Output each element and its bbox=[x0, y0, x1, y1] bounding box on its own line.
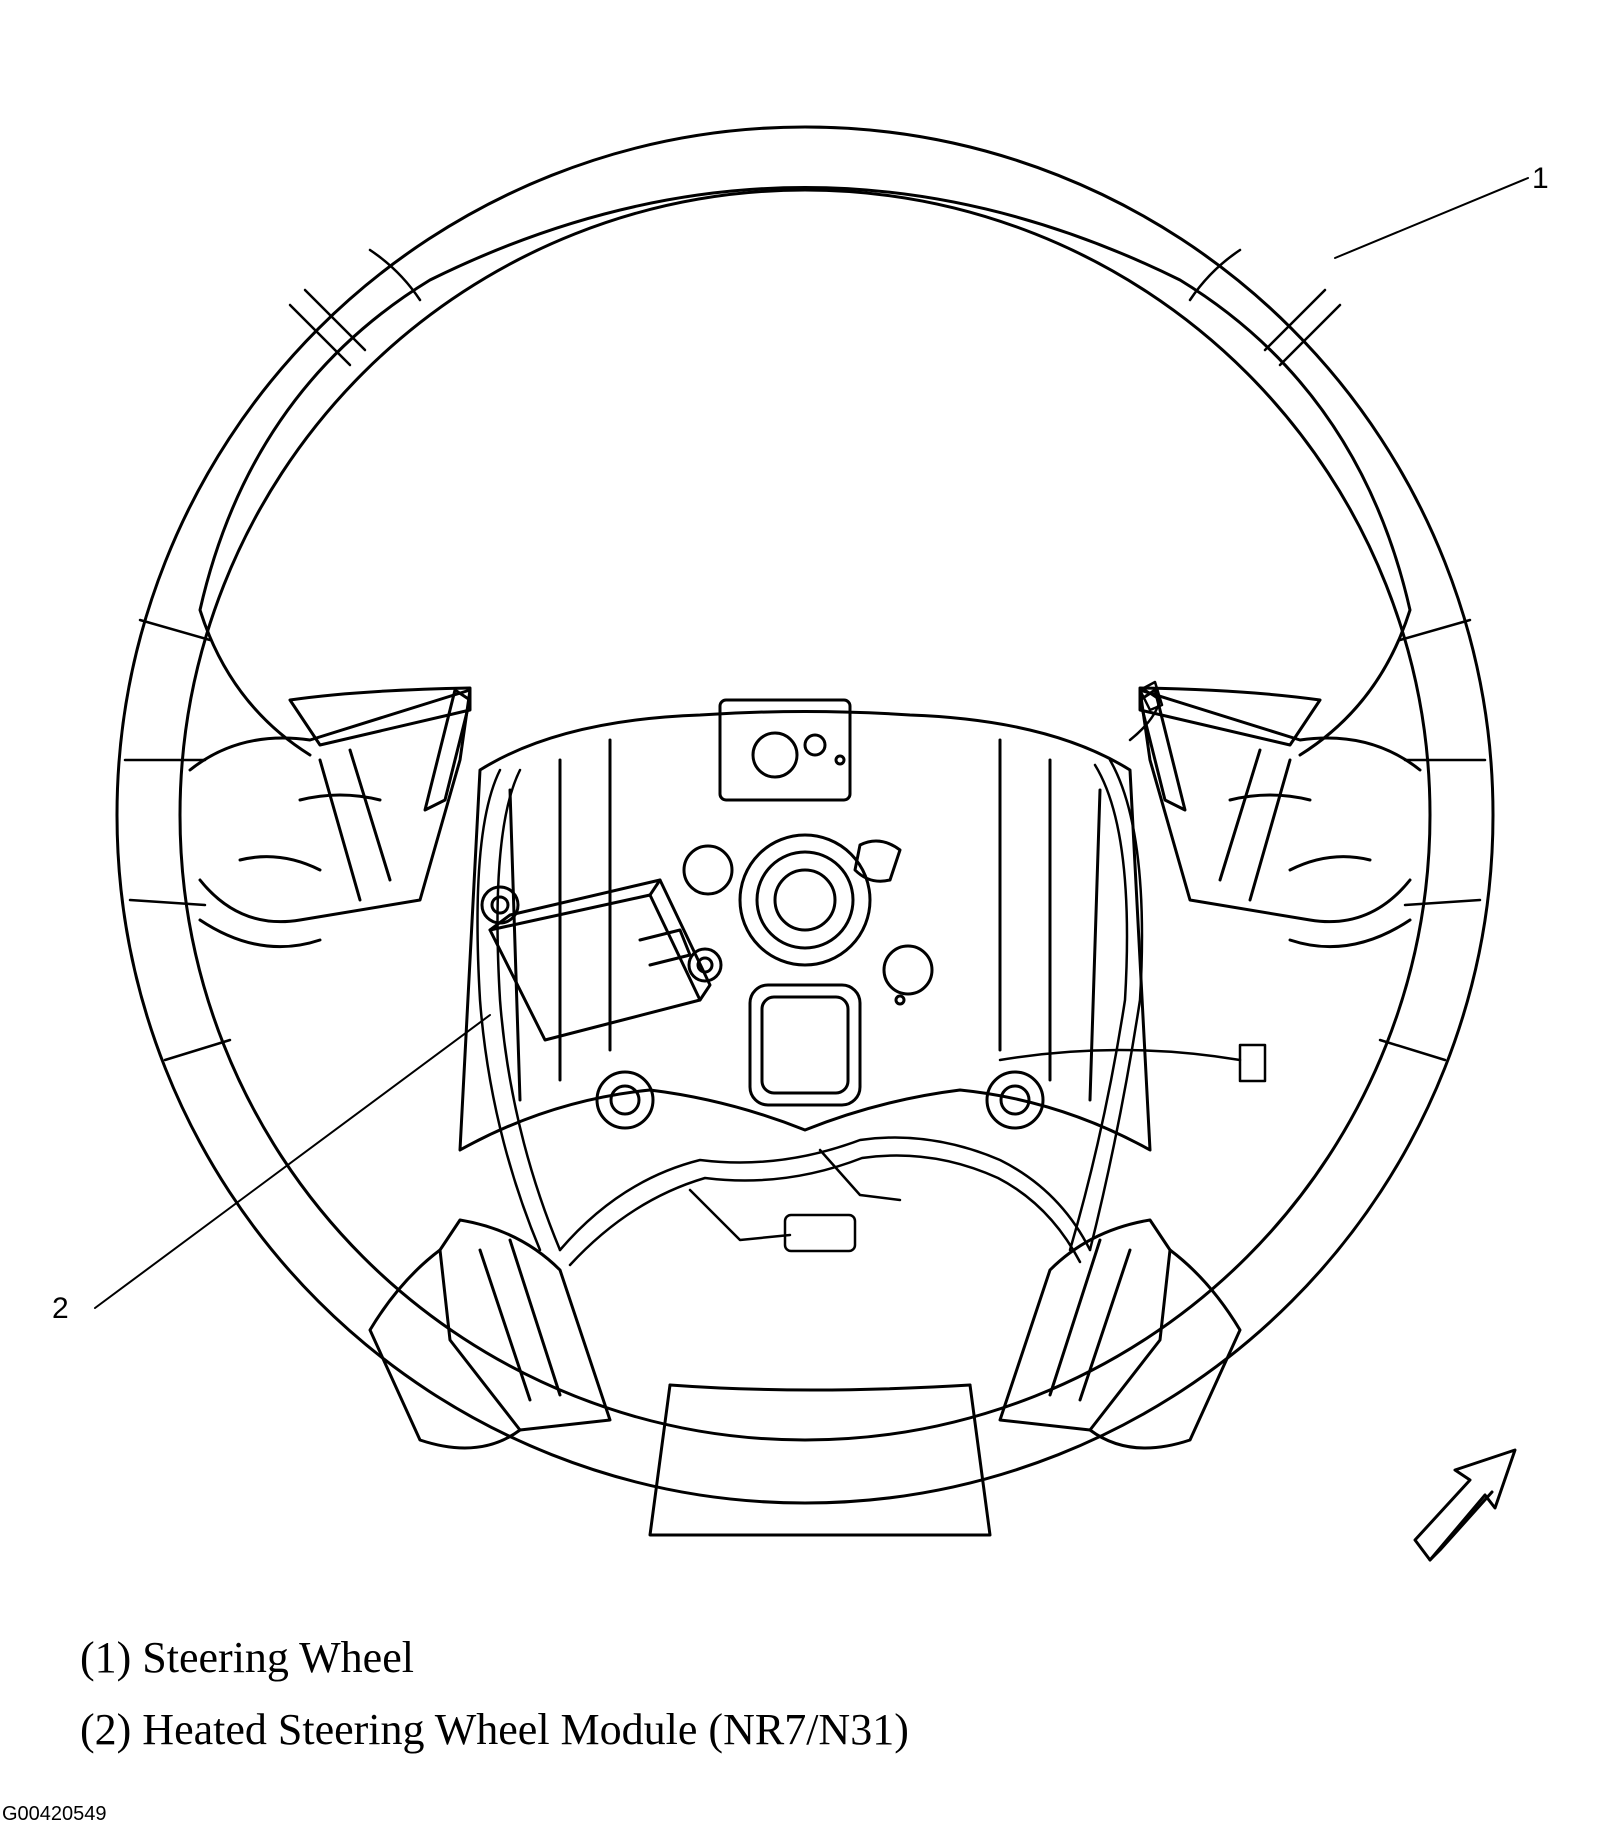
figure-id: G00420549 bbox=[2, 1803, 107, 1825]
legend: (1) Steering Wheel (2) Heated Steering W… bbox=[80, 1622, 909, 1766]
front-direction-arrow-icon bbox=[1413, 1448, 1517, 1562]
right-paddle bbox=[1138, 686, 1322, 747]
callout-2-number: 2 bbox=[52, 1292, 69, 1325]
wheel-inner-opening bbox=[198, 186, 1412, 757]
lower-mounting-bosses bbox=[595, 1070, 1045, 1130]
rim-bottom-segment bbox=[648, 1383, 992, 1537]
steering-column-boss bbox=[682, 754, 934, 1107]
lower-left-spoke bbox=[368, 1218, 612, 1450]
callout-1-leader bbox=[1334, 177, 1529, 259]
left-paddle bbox=[288, 686, 472, 747]
legend-item-steering-wheel: (1) Steering Wheel bbox=[80, 1633, 414, 1682]
steering-wheel-rim bbox=[115, 125, 1495, 1505]
steering-wheel-diagram: 1 2 bbox=[52, 125, 1549, 1562]
callout-2-leader bbox=[94, 1014, 491, 1309]
callout-1-number: 1 bbox=[1532, 162, 1549, 195]
heated-steering-wheel-module bbox=[480, 878, 723, 1042]
rim-seams bbox=[123, 248, 1487, 1062]
lower-right-spoke bbox=[998, 1218, 1242, 1450]
wiring-harness bbox=[476, 680, 1267, 1267]
right-spoke bbox=[1138, 688, 1422, 949]
legend-item-heated-module: (2) Heated Steering Wheel Module (NR7/N3… bbox=[80, 1705, 909, 1754]
central-hub bbox=[458, 698, 1152, 1152]
left-spoke bbox=[188, 688, 472, 949]
